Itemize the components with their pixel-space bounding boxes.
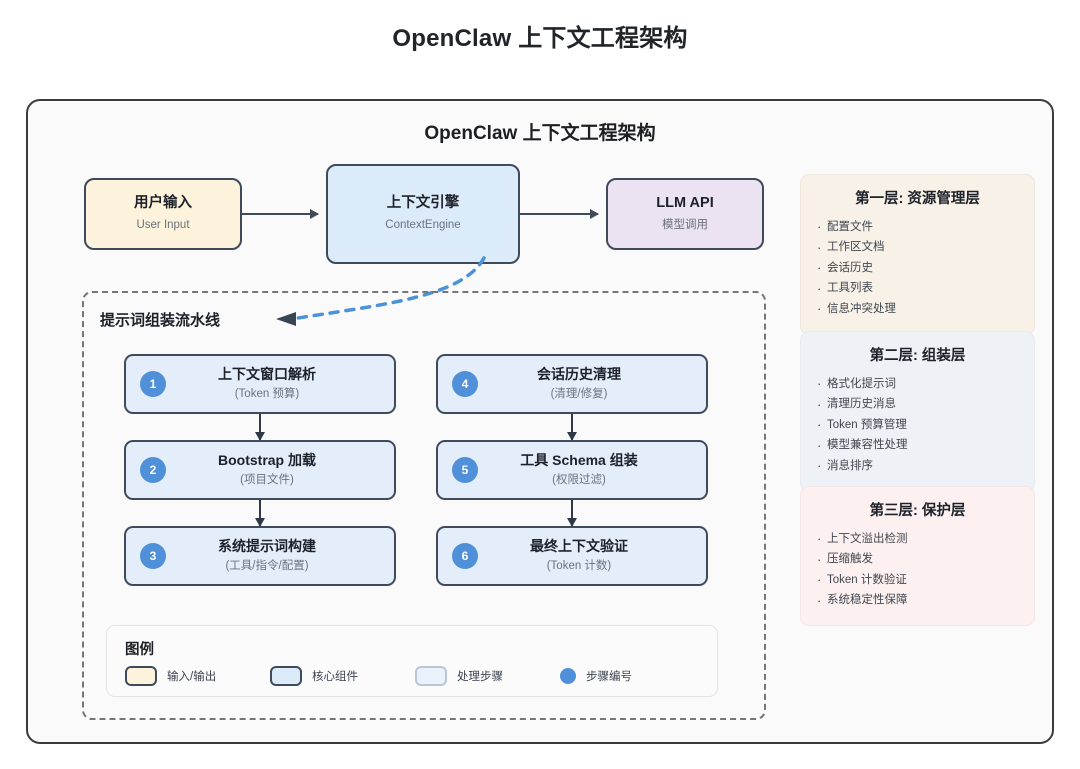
flow-node-title: 上下文引擎 xyxy=(386,194,460,211)
step-title: 系统提示词构建 xyxy=(218,538,316,555)
arrow-user-to-engine-icon xyxy=(242,209,319,219)
step-subtitle: (清理/修复) xyxy=(550,387,608,400)
layer-list-item: 压缩触发 xyxy=(817,550,1018,571)
legend-items: 输入/输出 核心组件 处理步骤 步骤编号 xyxy=(125,666,705,686)
legend-title: 图例 xyxy=(125,642,154,658)
layer-item-list: 上下文溢出检测 压缩触发 Token 计数验证 系统稳定性保障 xyxy=(817,529,1018,611)
layer-panel-protection: 第三层: 保护层 上下文溢出检测 压缩触发 Token 计数验证 系统稳定性保障 xyxy=(800,486,1035,626)
layer-panel-resource-management: 第一层: 资源管理层 配置文件 工作区文档 会话历史 工具列表 信息冲突处理 xyxy=(800,174,1035,335)
arrow-engine-to-llm-icon xyxy=(520,209,599,219)
legend-swatch-processing-step-icon xyxy=(415,666,447,686)
flow-node-title: LLM API xyxy=(656,194,714,211)
step-title: 最终上下文验证 xyxy=(530,538,628,555)
legend-item-processing-step: 处理步骤 xyxy=(415,666,560,686)
flow-node-user-input[interactable]: 用户输入 User Input xyxy=(84,178,242,250)
layer-list-item: 模型兼容性处理 xyxy=(817,436,1018,457)
layer-list-item: 工具列表 xyxy=(817,279,1018,300)
pipeline-step-1[interactable]: 1 上下文窗口解析 (Token 预算) xyxy=(124,354,396,414)
layer-list-item: 消息排序 xyxy=(817,456,1018,477)
frame-title: OpenClaw 上下文工程架构 xyxy=(424,123,656,144)
pipeline-step-3[interactable]: 3 系统提示词构建 (工具/指令/配置) xyxy=(124,526,396,586)
layer-list-item: 清理历史消息 xyxy=(817,395,1018,416)
step-subtitle: (Token 计数) xyxy=(546,559,612,572)
arrow-step4-to-step5-icon xyxy=(567,414,577,441)
step-number-badge: 6 xyxy=(452,543,478,569)
diagram-frame: OpenClaw 上下文工程架构 用户输入 User Input 上下文引擎 C… xyxy=(26,99,1054,744)
layer-list-item: 信息冲突处理 xyxy=(817,299,1018,320)
step-number-badge: 1 xyxy=(140,371,166,397)
legend-item-label: 步骤编号 xyxy=(586,671,632,683)
pipeline-step-2[interactable]: 2 Bootstrap 加载 (项目文件) xyxy=(124,440,396,500)
layer-list-item: 会话历史 xyxy=(817,258,1018,279)
step-subtitle: (Token 预算) xyxy=(234,387,300,400)
step-title: Bootstrap 加载 xyxy=(218,452,316,469)
flow-node-subtitle: ContextEngine xyxy=(385,219,461,232)
flow-node-context-engine[interactable]: 上下文引擎 ContextEngine xyxy=(326,164,520,264)
layer-list-item: Token 计数验证 xyxy=(817,570,1018,591)
flow-node-subtitle: User Input xyxy=(136,219,190,232)
step-number-badge: 4 xyxy=(452,371,478,397)
layer-title: 第二层: 组装层 xyxy=(869,348,966,364)
flow-node-subtitle: 模型调用 xyxy=(662,219,708,232)
legend-swatch-step-number-icon xyxy=(560,668,576,684)
layer-panel-assembly: 第二层: 组装层 格式化提示词 清理历史消息 Token 预算管理 模型兼容性处… xyxy=(800,331,1035,492)
step-number-badge: 2 xyxy=(140,457,166,483)
legend-swatch-core-component-icon xyxy=(270,666,302,686)
page-title: OpenClaw 上下文工程架构 xyxy=(392,25,688,52)
pipeline-step-5[interactable]: 5 工具 Schema 组装 (权限过滤) xyxy=(436,440,708,500)
arrow-step5-to-step6-icon xyxy=(567,500,577,527)
step-number-badge: 3 xyxy=(140,543,166,569)
step-title: 工具 Schema 组装 xyxy=(520,452,638,469)
layer-item-list: 配置文件 工作区文档 会话历史 工具列表 信息冲突处理 xyxy=(817,217,1018,320)
step-subtitle: (项目文件) xyxy=(240,473,294,486)
step-title: 上下文窗口解析 xyxy=(218,366,316,383)
pipeline-step-6[interactable]: 6 最终上下文验证 (Token 计数) xyxy=(436,526,708,586)
arrow-step2-to-step3-icon xyxy=(255,500,265,527)
layer-item-list: 格式化提示词 清理历史消息 Token 预算管理 模型兼容性处理 消息排序 xyxy=(817,374,1018,477)
step-number-badge: 5 xyxy=(452,457,478,483)
legend-item-core-component: 核心组件 xyxy=(270,666,415,686)
legend-item-step-number: 步骤编号 xyxy=(560,668,705,684)
legend-swatch-input-output-icon xyxy=(125,666,157,686)
step-subtitle: (工具/指令/配置) xyxy=(225,559,309,572)
flow-node-llm-api[interactable]: LLM API 模型调用 xyxy=(606,178,764,250)
legend-item-label: 输入/输出 xyxy=(167,671,217,683)
step-title: 会话历史清理 xyxy=(537,366,621,383)
pipeline-step-4[interactable]: 4 会话历史清理 (清理/修复) xyxy=(436,354,708,414)
layer-list-item: 上下文溢出检测 xyxy=(817,529,1018,550)
layer-list-item: 工作区文档 xyxy=(817,238,1018,259)
pipeline-container xyxy=(82,291,766,720)
legend-panel: 图例 输入/输出 核心组件 处理步骤 步骤编号 xyxy=(106,625,718,697)
layer-list-item: Token 预算管理 xyxy=(817,415,1018,436)
arrow-step1-to-step2-icon xyxy=(255,414,265,441)
legend-item-input-output: 输入/输出 xyxy=(125,666,270,686)
layer-list-item: 格式化提示词 xyxy=(817,374,1018,395)
pipeline-title: 提示词组装流水线 xyxy=(100,312,221,329)
layer-list-item: 系统稳定性保障 xyxy=(817,591,1018,612)
dashed-connector-icon xyxy=(276,256,486,326)
layer-title: 第三层: 保护层 xyxy=(869,503,966,519)
step-subtitle: (权限过滤) xyxy=(552,473,606,486)
legend-item-label: 处理步骤 xyxy=(457,671,503,683)
legend-item-label: 核心组件 xyxy=(312,671,358,683)
layer-title: 第一层: 资源管理层 xyxy=(855,191,980,207)
layer-list-item: 配置文件 xyxy=(817,217,1018,238)
flow-node-title: 用户输入 xyxy=(134,194,192,211)
